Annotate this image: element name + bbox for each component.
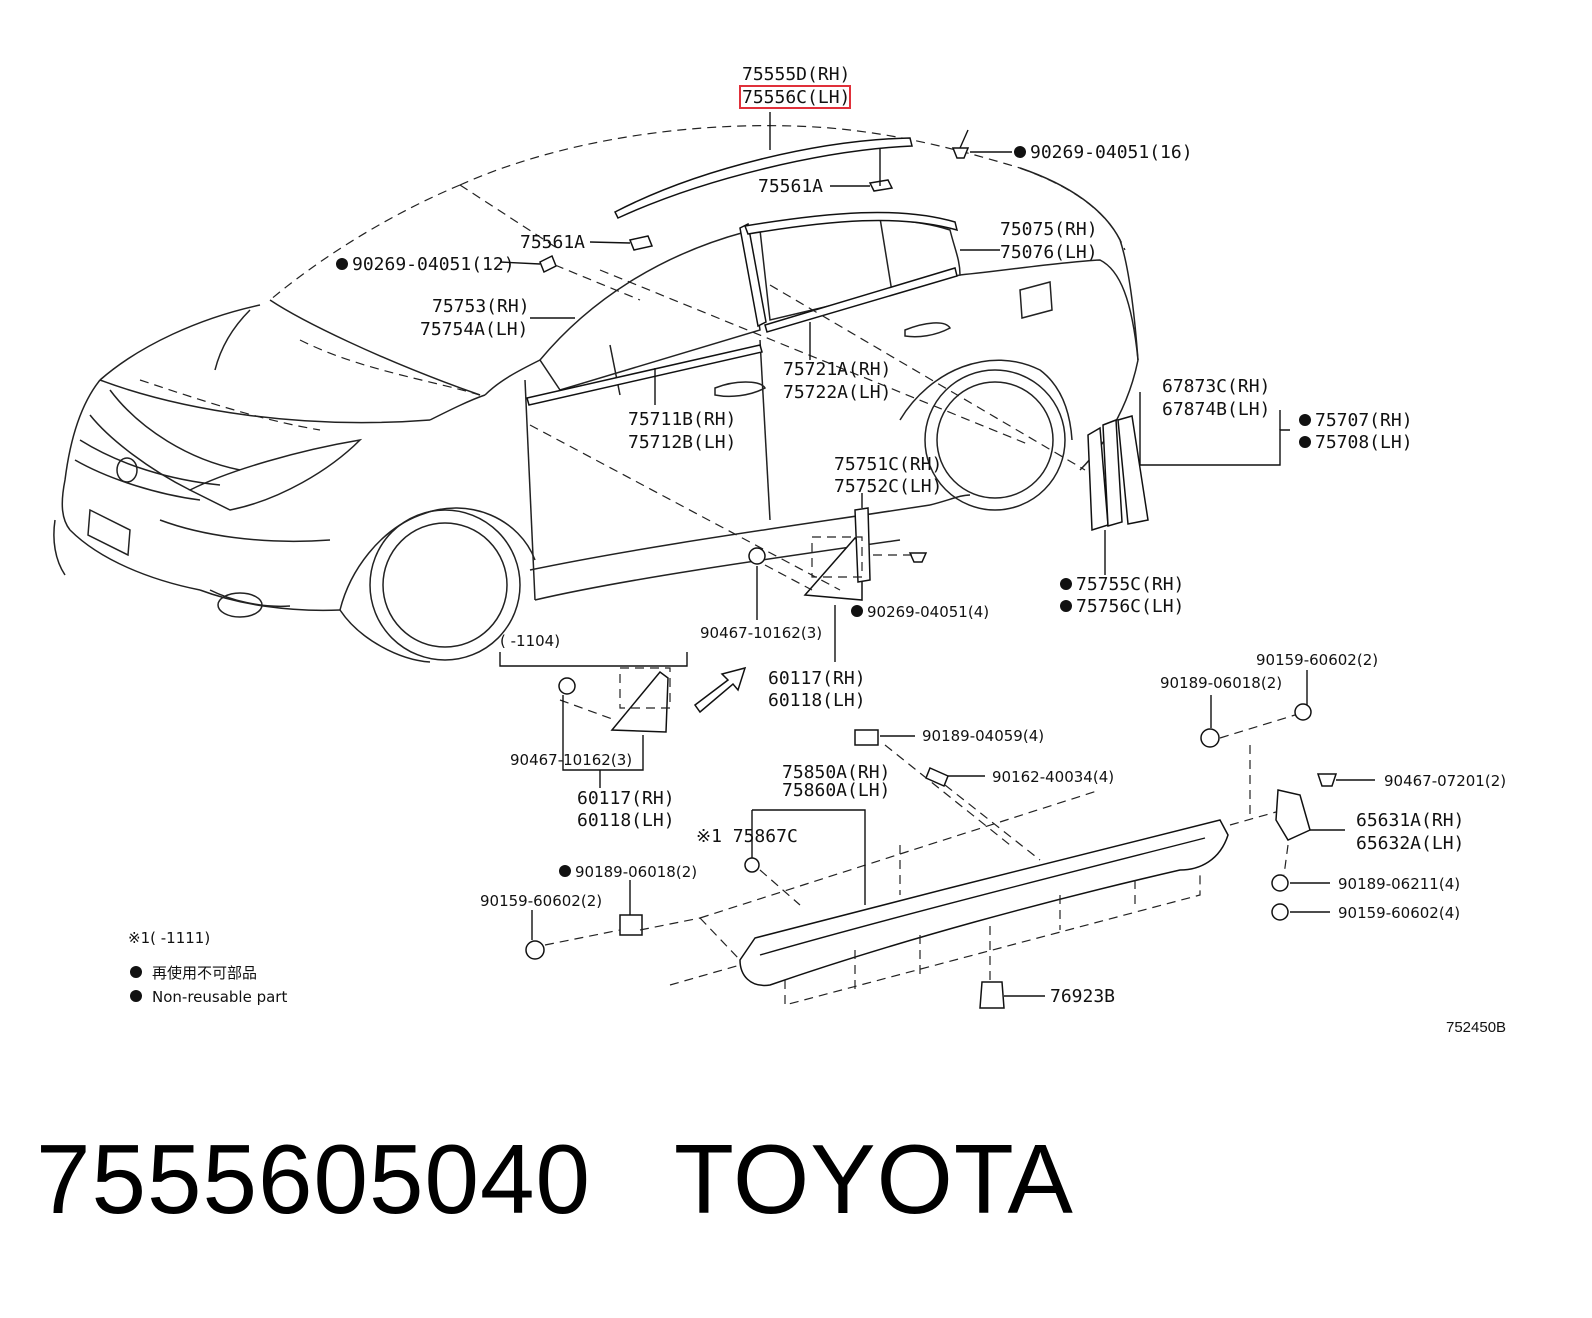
label-75707: 75707(RH) bbox=[1315, 410, 1413, 431]
clip-90467-b bbox=[558, 677, 576, 695]
label-75712b: 75712B(LH) bbox=[628, 432, 736, 453]
note-jp: 再使用不可部品 bbox=[152, 964, 257, 982]
label-90159-left: 90159-60602(2) bbox=[480, 892, 602, 910]
label-60117-b: 60117(RH) bbox=[577, 788, 675, 809]
label-75561a-top: 75561A bbox=[758, 176, 823, 197]
label-75561a-left: 75561A bbox=[520, 232, 585, 253]
screw-90162 bbox=[925, 766, 949, 788]
label-90269-16: 90269-04051(16) bbox=[1030, 142, 1193, 163]
label-90159-right: 90159-60602(4) bbox=[1338, 904, 1460, 922]
label-67873c: 67873C(RH) bbox=[1162, 376, 1270, 397]
non-reusable-dot bbox=[1299, 414, 1311, 426]
label-60118-a: 60118(LH) bbox=[768, 690, 866, 711]
belt-molding-rear bbox=[764, 267, 958, 333]
screw-90269-mid bbox=[908, 552, 928, 563]
label-75751c: 75751C(RH) bbox=[834, 454, 942, 475]
quarter-garnish bbox=[1087, 415, 1149, 532]
label-90189-top: 90189-06018(2) bbox=[1160, 674, 1282, 692]
label-75075: 75075(RH) bbox=[1000, 219, 1098, 240]
label-90467-b: 90467-10162(3) bbox=[510, 751, 632, 769]
label-75860a: 75860A(LH) bbox=[782, 780, 890, 801]
label-75722a: 75722A(LH) bbox=[783, 382, 891, 403]
label-75850a: 75850A(RH) bbox=[782, 762, 890, 783]
roof-drip-molding bbox=[613, 112, 913, 219]
note-1111: ※1( -1111) bbox=[128, 929, 210, 947]
assembly-lines bbox=[529, 264, 1296, 990]
bolt-90159-right bbox=[1271, 903, 1289, 921]
clip-76923b bbox=[979, 981, 1005, 1009]
non-reusable-dot bbox=[1014, 146, 1026, 158]
roof-clip-top bbox=[868, 179, 894, 192]
note-en: Non-reusable part bbox=[152, 988, 287, 1006]
label-90467-a: 90467-10162(3) bbox=[700, 624, 822, 642]
label-90159-top: 90159-60602(2) bbox=[1256, 651, 1378, 669]
label-75756c: 75756C(LH) bbox=[1076, 596, 1184, 617]
non-reusable-dot bbox=[130, 990, 142, 1002]
clip-90189-04059 bbox=[854, 729, 879, 746]
part-number: 7555605040 bbox=[36, 1124, 592, 1234]
label-75711b: 75711B(RH) bbox=[628, 409, 736, 430]
label-76923b: 76923B bbox=[1050, 986, 1115, 1007]
non-reusable-dot bbox=[559, 865, 571, 877]
brand-name: TOYOTA bbox=[673, 1124, 1074, 1234]
small-triangle bbox=[610, 667, 671, 733]
part-caption: 7555605040 TOYOTA bbox=[36, 1130, 1074, 1228]
part-labels: 75555D(RH) 75556C(LH) 90269-04051(16) 75… bbox=[336, 64, 1506, 1007]
bolt-90159-left bbox=[525, 940, 545, 960]
label-75555d: 75555D(RH) bbox=[742, 64, 850, 85]
screw-90269-top bbox=[951, 129, 970, 159]
diagram-ref: 752450B bbox=[1446, 1019, 1506, 1036]
pillar-garnish bbox=[739, 222, 767, 328]
non-reusable-dot bbox=[1060, 600, 1072, 612]
label-90269-4: 90269-04051(4) bbox=[867, 603, 989, 621]
clip-90189-left bbox=[619, 914, 643, 936]
highlight-box bbox=[739, 85, 851, 109]
non-reusable-dot bbox=[851, 605, 863, 617]
screw-90269-left bbox=[539, 254, 557, 274]
label-90269-12: 90269-04051(12) bbox=[352, 254, 515, 275]
non-reusable-dot bbox=[130, 966, 142, 978]
label-75708: 75708(LH) bbox=[1315, 432, 1413, 453]
clip-90189-top bbox=[1200, 728, 1220, 748]
clip-90467-a bbox=[748, 547, 766, 565]
label-75076: 75076(LH) bbox=[1000, 242, 1098, 263]
label-75721a: 75721A(RH) bbox=[783, 359, 891, 380]
label-90162: 90162-40034(4) bbox=[992, 768, 1114, 786]
bolt-90159-top bbox=[1294, 703, 1312, 721]
label-90467-07201: 90467-07201(2) bbox=[1384, 772, 1506, 790]
clip-75867c bbox=[744, 857, 760, 873]
label-75867c: ※1 75867C bbox=[696, 826, 798, 847]
label-75752c: 75752C(LH) bbox=[834, 476, 942, 497]
leader-lines bbox=[499, 148, 1375, 997]
car-illustration bbox=[53, 125, 1139, 663]
label-1104: ( -1104) bbox=[500, 632, 560, 650]
skirt-bracket bbox=[1275, 789, 1311, 841]
non-reusable-dot bbox=[1060, 578, 1072, 590]
legend: ※1( -1111) 再使用不可部品 Non-reusable part bbox=[128, 929, 287, 1006]
label-90189-04059: 90189-04059(4) bbox=[922, 727, 1044, 745]
label-65631a: 65631A(RH) bbox=[1356, 810, 1464, 831]
side-skirt bbox=[699, 789, 1229, 1006]
label-60118-b: 60118(LH) bbox=[577, 810, 675, 831]
label-75753: 75753(RH) bbox=[432, 296, 530, 317]
front-door-triangle bbox=[803, 507, 871, 601]
label-75754a: 75754A(LH) bbox=[420, 319, 528, 340]
label-90189-left: 90189-06018(2) bbox=[575, 863, 697, 881]
clip-90189-06211 bbox=[1271, 874, 1289, 892]
label-75755c: 75755C(RH) bbox=[1076, 574, 1184, 595]
clip-90467-07201 bbox=[1316, 773, 1338, 787]
label-90189-06211: 90189-06211(4) bbox=[1338, 875, 1460, 893]
non-reusable-dot bbox=[1299, 436, 1311, 448]
label-75556c: 75556C(LH) bbox=[742, 87, 850, 108]
window-frame-molding bbox=[743, 211, 959, 235]
label-60117-a: 60117(RH) bbox=[768, 668, 866, 689]
non-reusable-dot bbox=[336, 258, 348, 270]
label-67874b: 67874B(LH) bbox=[1162, 399, 1270, 420]
arrow-icon bbox=[693, 666, 747, 714]
label-65632a: 65632A(LH) bbox=[1356, 833, 1464, 854]
belt-molding-front bbox=[526, 344, 763, 406]
roof-clip-left bbox=[628, 235, 654, 251]
